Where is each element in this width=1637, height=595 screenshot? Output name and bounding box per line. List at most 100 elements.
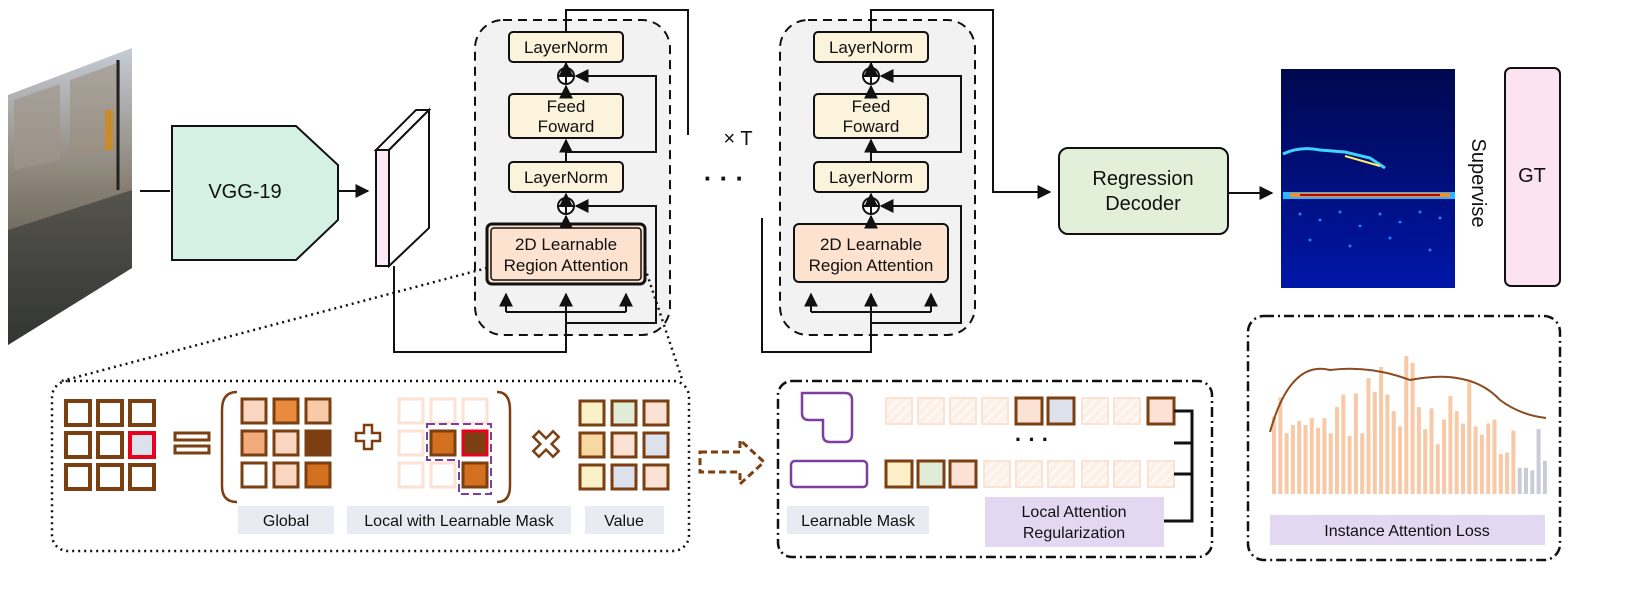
svg-text:LayerNorm: LayerNorm xyxy=(829,38,913,57)
svg-text:2D Learnable: 2D Learnable xyxy=(515,235,617,254)
histogram-bar xyxy=(1404,356,1409,494)
vgg19-block: VGG-19 xyxy=(171,125,339,261)
histogram-bar xyxy=(1272,416,1276,494)
histogram-bar xyxy=(1341,394,1346,494)
svg-text:Foward: Foward xyxy=(538,117,595,136)
encoder-block-1: LayerNorm Feed Foward LayerNorm 2D Learn… xyxy=(393,9,689,353)
histogram-bar xyxy=(1328,433,1333,494)
svg-text:Feed: Feed xyxy=(547,97,586,116)
histogram-bar xyxy=(1505,452,1510,494)
repeat-ellipsis: · · · xyxy=(704,163,744,193)
output-attention-grid xyxy=(64,399,156,491)
attention-envelope-curve xyxy=(1269,367,1547,433)
histogram-bar xyxy=(1353,393,1358,494)
histogram-bar xyxy=(1486,423,1491,494)
regularization-label-line1: Local Attention xyxy=(1022,504,1127,521)
learnable-mask-shape-1 xyxy=(800,391,854,444)
equals-icon xyxy=(173,431,211,455)
density-map xyxy=(1281,69,1455,288)
histogram-bar xyxy=(1517,467,1522,494)
mask-row-2 xyxy=(884,459,1175,489)
svg-text:Region Attention: Region Attention xyxy=(504,256,629,275)
supervise-label: Supervise xyxy=(1467,139,1489,228)
input-crowd-image xyxy=(8,48,132,345)
vgg19-label: VGG-19 xyxy=(208,181,281,203)
local-attention-grid xyxy=(397,397,489,489)
svg-text:Decoder: Decoder xyxy=(1105,193,1181,215)
histogram-bar xyxy=(1297,420,1302,494)
regularization-label-line2: Regularization xyxy=(1023,525,1125,542)
repeat-times-label: × T xyxy=(723,128,752,150)
svg-text:LayerNorm: LayerNorm xyxy=(829,168,913,187)
histogram-bar xyxy=(1454,411,1459,494)
histogram-bar xyxy=(1542,460,1547,494)
svg-text:Feed: Feed xyxy=(852,97,891,116)
svg-text:Foward: Foward xyxy=(843,117,900,136)
mask-row-1 xyxy=(885,396,1176,426)
svg-text:2D Learnable: 2D Learnable xyxy=(820,235,922,254)
histogram-bar xyxy=(1278,397,1283,494)
histogram-bar xyxy=(1435,444,1440,494)
multiply-icon xyxy=(531,429,561,459)
histogram-bar xyxy=(1442,419,1447,494)
svg-text:LayerNorm: LayerNorm xyxy=(524,168,608,187)
histogram-bar xyxy=(1347,436,1352,494)
transition-arrow-icon xyxy=(698,436,767,488)
feature-map xyxy=(373,107,432,269)
histogram-bar xyxy=(1335,407,1339,494)
attention-detail-panel: Global Local with Learnable Mask Value xyxy=(50,379,691,553)
histogram-bar xyxy=(1524,467,1528,494)
local-attention-active-cells xyxy=(429,429,489,489)
value-grid xyxy=(578,399,670,491)
histogram-bar xyxy=(1316,427,1321,494)
learnable-mask-outline xyxy=(426,423,492,495)
histogram-bar xyxy=(1366,378,1371,494)
learnable-mask-shape-2 xyxy=(789,459,869,489)
local-label: Local with Learnable Mask xyxy=(364,513,554,530)
histogram-bar xyxy=(1290,425,1295,494)
ground-truth-block: GT xyxy=(1504,67,1561,287)
value-label: Value xyxy=(604,513,644,530)
histogram-bar xyxy=(1429,408,1434,494)
histogram-bar xyxy=(1309,418,1314,494)
learnable-mask-label: Learnable Mask xyxy=(801,513,916,530)
mask-panel: · · · Learnable Mask Local Attention Reg… xyxy=(776,379,1214,559)
histogram-bar xyxy=(1511,430,1516,494)
svg-text:GT: GT xyxy=(1518,165,1546,187)
histogram-bar xyxy=(1461,423,1465,494)
plus-icon xyxy=(354,423,382,451)
encoder-block-2: LayerNorm Feed Foward LayerNorm 2D Learn… xyxy=(761,9,1052,353)
loss-panel: Instance Attention Loss xyxy=(1246,314,1562,562)
left-bracket xyxy=(220,390,238,504)
regularization-bracket xyxy=(1164,409,1194,523)
regression-decoder: Regression Decoder xyxy=(1058,147,1229,235)
histogram-bar xyxy=(1322,418,1327,494)
svg-text:LayerNorm: LayerNorm xyxy=(524,38,608,57)
histogram-bar xyxy=(1360,433,1365,494)
histogram-bar xyxy=(1385,394,1390,494)
svg-text:Region Attention: Region Attention xyxy=(809,256,934,275)
mask-rows-ellipsis: · · · xyxy=(1015,427,1049,452)
zoom-line-left xyxy=(57,266,488,384)
histogram-bar xyxy=(1536,429,1541,494)
instance-attention-loss-label: Instance Attention Loss xyxy=(1324,523,1489,540)
histogram-bar xyxy=(1479,434,1484,494)
histogram-bar xyxy=(1448,396,1453,494)
histogram-bar xyxy=(1284,433,1289,494)
histogram-bar xyxy=(1391,411,1396,494)
histogram-bar xyxy=(1473,426,1478,494)
region-attention-1 xyxy=(485,222,647,286)
histogram-bar xyxy=(1467,382,1472,494)
histogram-bar xyxy=(1423,429,1428,494)
svg-text:Regression: Regression xyxy=(1092,168,1193,190)
zoom-line-right xyxy=(643,267,685,383)
histogram-bar xyxy=(1303,425,1308,494)
histogram-bar xyxy=(1398,426,1402,494)
histogram-bar xyxy=(1492,419,1497,494)
histogram-bar xyxy=(1498,454,1503,494)
histogram-bar xyxy=(1372,391,1377,494)
histogram-bar xyxy=(1530,470,1535,494)
right-bracket xyxy=(496,390,512,504)
histogram-bar xyxy=(1379,367,1384,494)
